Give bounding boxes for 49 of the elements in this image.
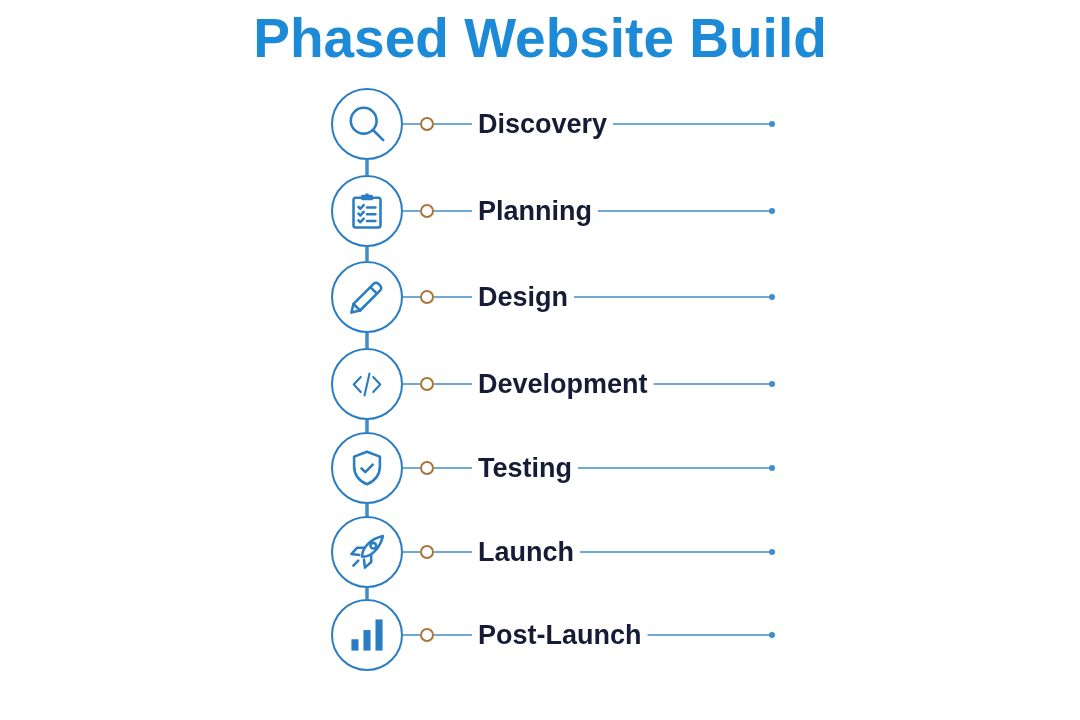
connector-line — [402, 296, 421, 298]
step-label: Design — [472, 281, 575, 313]
connector-line — [579, 549, 775, 555]
ring-icon — [420, 290, 434, 304]
connector-line — [402, 634, 421, 636]
connector-line — [402, 123, 421, 125]
connector-line — [573, 294, 775, 300]
connector-line — [402, 210, 421, 212]
step-label: Post-Launch — [472, 619, 648, 651]
connector-line — [365, 420, 369, 432]
connector-line — [433, 383, 473, 385]
ring-icon — [420, 377, 434, 391]
connector-line — [577, 465, 775, 471]
connector-line — [402, 551, 421, 553]
connector-line — [433, 296, 473, 298]
connector-line — [433, 123, 473, 125]
connector-line — [433, 467, 473, 469]
step-circle — [331, 599, 403, 671]
step-label: Testing — [472, 452, 578, 484]
connector-line — [597, 208, 775, 214]
connector-line — [365, 504, 369, 516]
step-circle — [331, 261, 403, 333]
step-label: Discovery — [472, 108, 614, 140]
ring-icon — [420, 628, 434, 642]
connector-line — [365, 247, 369, 261]
connector-line — [402, 467, 421, 469]
connector-line — [612, 121, 775, 127]
connector-line — [652, 381, 775, 387]
ring-icon — [420, 204, 434, 218]
step-label: Launch — [472, 536, 580, 568]
ring-icon — [420, 117, 434, 131]
step-circle — [331, 175, 403, 247]
connector-line — [402, 383, 421, 385]
step-label: Development — [472, 368, 654, 400]
step-circle — [331, 516, 403, 588]
step-circle — [331, 88, 403, 160]
connector-line — [646, 632, 775, 638]
title: Phased Website Build — [253, 8, 827, 68]
connector-line — [365, 588, 369, 599]
connector-line — [433, 551, 473, 553]
step-circle — [331, 348, 403, 420]
connector-line — [365, 160, 369, 175]
connector-line — [433, 210, 473, 212]
ring-icon — [420, 545, 434, 559]
connector-line — [433, 634, 473, 636]
step-circle — [331, 432, 403, 504]
ring-icon — [420, 461, 434, 475]
connector-line — [365, 333, 369, 348]
step-label: Planning — [472, 195, 598, 227]
